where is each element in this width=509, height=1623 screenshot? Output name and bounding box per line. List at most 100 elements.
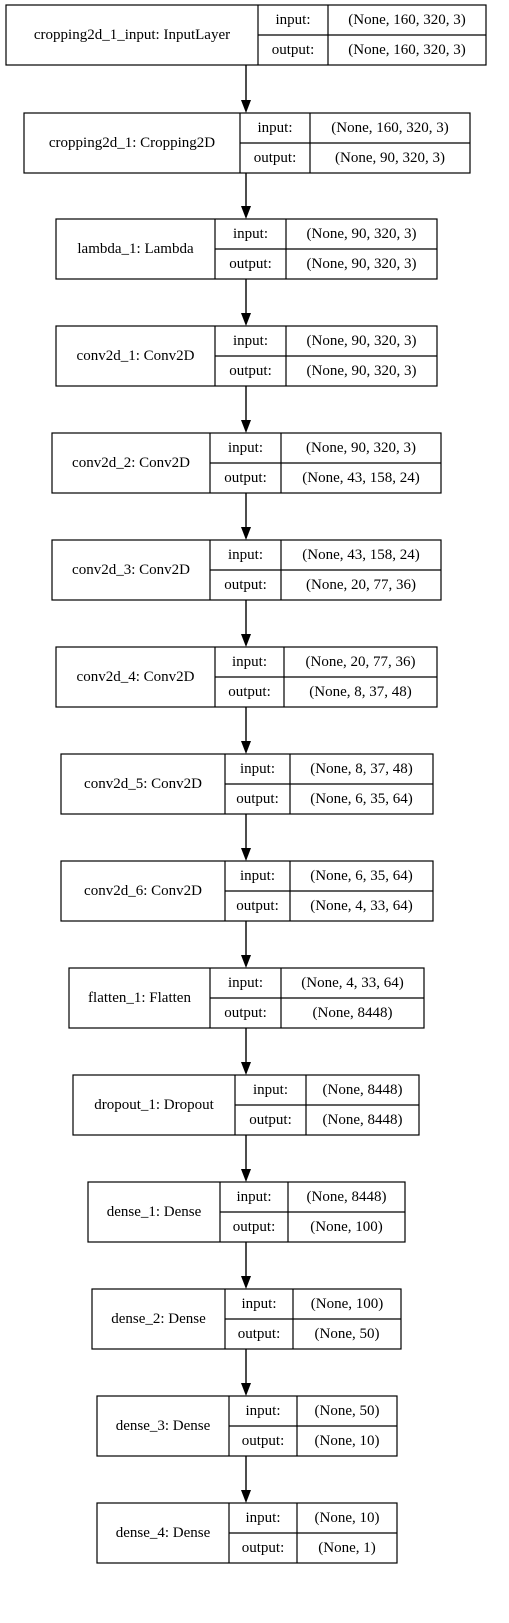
layer-name: dense_3: Dense — [116, 1418, 211, 1434]
arrowhead-icon — [241, 955, 251, 968]
layer-name: lambda_1: Lambda — [77, 241, 194, 257]
layer-node: cropping2d_1_input: InputLayer input: outp… — [5, 4, 487, 66]
edge-arrow — [241, 1349, 251, 1396]
input-shape: (None, 50) — [315, 1403, 380, 1419]
output-label: output: — [249, 1112, 292, 1128]
output-label: output: — [236, 898, 279, 914]
output-shape: (None, 8, 37, 48) — [309, 684, 411, 700]
input-shape: (None, 8448) — [307, 1189, 387, 1205]
edge-arrow — [241, 386, 251, 433]
edge-arrow — [241, 1242, 251, 1289]
output-label: output: — [229, 363, 272, 379]
output-shape: (None, 8448) — [313, 1005, 393, 1021]
layer-name: conv2d_3: Conv2D — [72, 562, 190, 578]
output-label: output: — [272, 42, 315, 58]
layer-node: dropout_1: Dropout input: output: (None, 84… — [72, 1074, 420, 1136]
edge-arrow — [241, 1135, 251, 1182]
output-shape: (None, 10) — [315, 1433, 380, 1449]
arrowhead-icon — [241, 1383, 251, 1396]
output-shape: (None, 43, 158, 24) — [302, 470, 419, 486]
layer-node: lambda_1: Lambda input: output: (None, 90, … — [55, 218, 438, 280]
output-label: output: — [242, 1540, 285, 1556]
layer-name: conv2d_4: Conv2D — [77, 669, 195, 685]
layer-name: conv2d_5: Conv2D — [84, 776, 202, 792]
output-label: output: — [229, 256, 272, 272]
input-label: input: — [233, 333, 268, 349]
edge-arrow — [241, 65, 251, 113]
edge-arrow — [241, 493, 251, 540]
arrowhead-icon — [241, 848, 251, 861]
edge-arrow — [241, 600, 251, 647]
layer-name: dense_4: Dense — [116, 1525, 211, 1541]
arrowhead-icon — [241, 420, 251, 433]
output-shape: (None, 4, 33, 64) — [310, 898, 412, 914]
input-label: input: — [275, 12, 310, 28]
layer-name: conv2d_2: Conv2D — [72, 455, 190, 471]
input-label: input: — [245, 1403, 280, 1419]
layer-node: cropping2d_1: Cropping2Dinput:output:(No… — [23, 112, 471, 174]
input-shape: (None, 100) — [311, 1296, 383, 1312]
input-shape: (None, 43, 158, 24) — [302, 547, 419, 563]
input-label: input: — [233, 226, 268, 242]
input-shape: (None, 90, 320, 3) — [306, 440, 416, 456]
output-label: output: — [242, 1433, 285, 1449]
output-shape: (None, 6, 35, 64) — [310, 791, 412, 807]
output-shape: (None, 160, 320, 3) — [348, 42, 465, 58]
edge-arrow — [241, 707, 251, 754]
edge-arrow — [241, 921, 251, 968]
input-label: input: — [240, 761, 275, 777]
input-shape: (None, 160, 320, 3) — [331, 120, 448, 136]
layer-name: dense_1: Dense — [107, 1204, 202, 1220]
edge-arrow — [241, 814, 251, 861]
arrowhead-icon — [241, 1276, 251, 1289]
layer-name: conv2d_1: Conv2D — [77, 348, 195, 364]
output-label: output: — [228, 684, 271, 700]
output-shape: (None, 20, 77, 36) — [306, 577, 416, 593]
arrowhead-icon — [241, 313, 251, 326]
input-label: input: — [236, 1189, 271, 1205]
output-label: output: — [224, 1005, 267, 1021]
layer-name: cropping2d_1_input: InputLayer — [34, 27, 230, 43]
arrowhead-icon — [241, 100, 251, 113]
layer-node: dense_1: Dense input: output: (None, 8448) (… — [87, 1181, 406, 1243]
input-label: input: — [240, 868, 275, 884]
input-label: input: — [241, 1296, 276, 1312]
output-label: output: — [224, 470, 267, 486]
layer-name: flatten_1: Flatten — [88, 990, 191, 1006]
arrowhead-icon — [241, 634, 251, 647]
output-label: output: — [238, 1326, 281, 1342]
layer-node: conv2d_1: Conv2D input: output: (None, 90, … — [55, 325, 438, 387]
input-shape: (None, 160, 320, 3) — [348, 12, 465, 28]
edge-arrow — [241, 1456, 251, 1503]
output-shape: (None, 1) — [318, 1540, 375, 1556]
layer-name: dropout_1: Dropout — [94, 1097, 214, 1113]
layer-name: cropping2d_1: Cropping2D — [49, 135, 215, 151]
output-shape: (None, 90, 320, 3) — [307, 363, 417, 379]
input-label: input: — [245, 1510, 280, 1526]
edge-arrow — [241, 1028, 251, 1075]
input-label: input: — [257, 120, 292, 136]
output-label: output: — [224, 577, 267, 593]
output-shape: (None, 50) — [315, 1326, 380, 1342]
layer-node: dense_3: Dense input: output: (None, 50) (No… — [96, 1395, 398, 1457]
input-label: input: — [253, 1082, 288, 1098]
input-shape: (None, 90, 320, 3) — [307, 333, 417, 349]
arrowhead-icon — [241, 741, 251, 754]
input-shape: (None, 6, 35, 64) — [310, 868, 412, 884]
input-shape: (None, 8448) — [323, 1082, 403, 1098]
output-shape: (None, 90, 320, 3) — [307, 256, 417, 272]
output-shape: (None, 100) — [310, 1219, 382, 1235]
arrowhead-icon — [241, 1169, 251, 1182]
edge-arrow — [241, 173, 251, 219]
output-label: output: — [233, 1219, 276, 1235]
arrowhead-icon — [241, 1490, 251, 1503]
output-shape: (None, 90, 320, 3) — [335, 150, 445, 166]
